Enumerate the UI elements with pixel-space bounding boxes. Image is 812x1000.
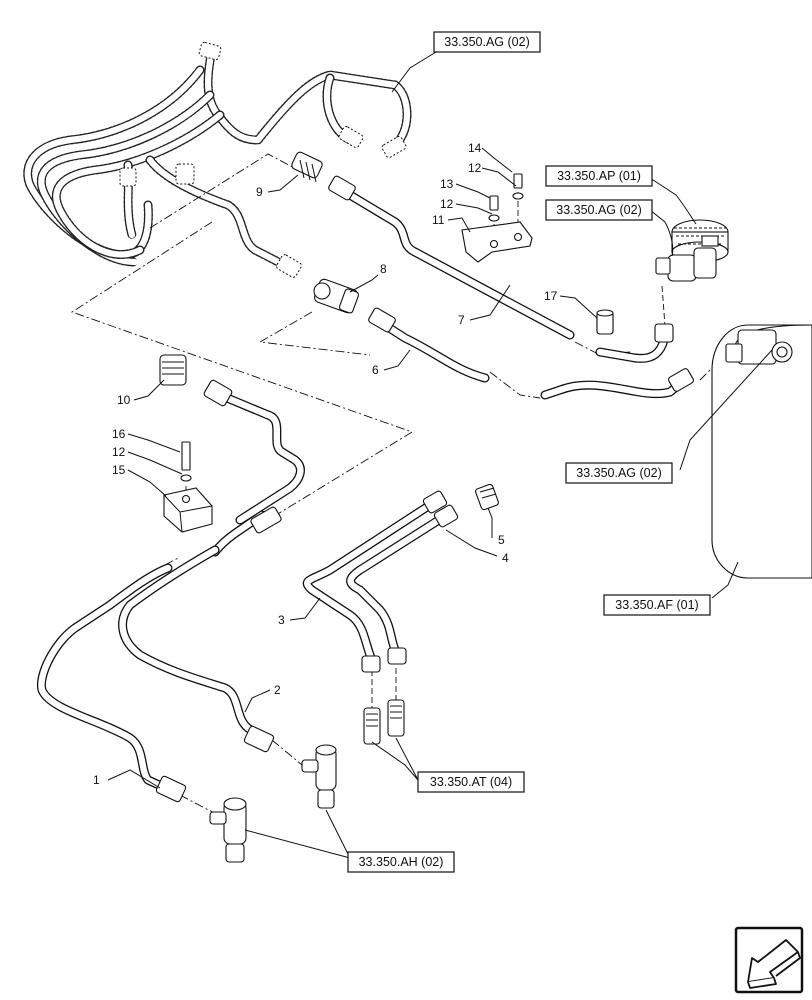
part-number-8: 8 bbox=[380, 262, 387, 276]
part-number-2: 2 bbox=[274, 683, 281, 697]
reference-ap[interactable]: 33.350.AP (01) bbox=[545, 165, 653, 187]
part-number-4: 4 bbox=[502, 551, 509, 565]
reference-ag-mid[interactable]: 33.350.AG (02) bbox=[545, 199, 653, 221]
part-17 bbox=[596, 309, 614, 335]
reference-label: 33.350.AH (02) bbox=[359, 855, 444, 869]
part-number-14: 14 bbox=[468, 141, 482, 155]
part-number-12-low: 12 bbox=[112, 445, 126, 459]
pipe-6 bbox=[368, 307, 694, 400]
reference-at[interactable]: 33.350.AT (04) bbox=[417, 771, 525, 793]
reference-af[interactable]: 33.350.AF (01) bbox=[603, 594, 711, 616]
pipe-4 bbox=[346, 504, 459, 665]
part-number-1: 1 bbox=[93, 773, 100, 787]
fittings-at bbox=[363, 699, 405, 745]
part-number-5: 5 bbox=[498, 533, 505, 547]
reference-label: 33.350.AG (02) bbox=[444, 35, 529, 49]
part-number-12-top: 12 bbox=[468, 161, 482, 175]
part-number-10: 10 bbox=[117, 393, 131, 407]
part-number-11: 11 bbox=[432, 213, 445, 227]
fitting-9 bbox=[291, 151, 323, 183]
reference-label: 33.350.AG (02) bbox=[576, 466, 661, 480]
reference-label: 33.350.AF (01) bbox=[615, 598, 698, 612]
reference-ag-top[interactable]: 33.350.AG (02) bbox=[433, 31, 541, 53]
valve-component bbox=[655, 219, 729, 282]
part-number-13: 13 bbox=[440, 177, 454, 191]
part-number-17: 17 bbox=[544, 289, 558, 303]
fitting-10 bbox=[159, 354, 187, 386]
pipe-upper-2 bbox=[203, 379, 305, 557]
part-number-9: 9 bbox=[256, 185, 263, 199]
part-number-15: 15 bbox=[112, 463, 126, 477]
tee-fitting-8 bbox=[313, 278, 360, 314]
tees-ah bbox=[209, 744, 337, 863]
part-numbers: 1 2 3 4 5 6 7 8 9 10 11 12 12 12 13 14 1… bbox=[93, 141, 558, 787]
reference-label: 33.350.AT (04) bbox=[430, 775, 512, 789]
part-number-12-mid: 12 bbox=[440, 197, 454, 211]
previous-arrow-icon[interactable] bbox=[734, 926, 804, 994]
pipe-2 bbox=[118, 545, 275, 753]
part-number-3: 3 bbox=[278, 613, 285, 627]
clip-15 bbox=[163, 441, 213, 533]
pipe-3 bbox=[302, 490, 448, 673]
part-number-16: 16 bbox=[112, 427, 126, 441]
part-number-7: 7 bbox=[458, 313, 465, 327]
reference-ag-right[interactable]: 33.350.AG (02) bbox=[565, 462, 673, 484]
leader-lines bbox=[107, 51, 773, 859]
part-number-6: 6 bbox=[372, 363, 379, 377]
reference-label: 33.350.AG (02) bbox=[556, 203, 641, 217]
pipe-1 bbox=[36, 563, 187, 803]
ghost-pipe-assembly bbox=[23, 41, 412, 278]
air-tank bbox=[711, 324, 812, 579]
reference-ah[interactable]: 33.350.AH (02) bbox=[347, 851, 455, 873]
reference-label: 33.350.AP (01) bbox=[557, 169, 641, 183]
clamp-bracket bbox=[461, 173, 533, 263]
fitting-5 bbox=[475, 483, 499, 511]
